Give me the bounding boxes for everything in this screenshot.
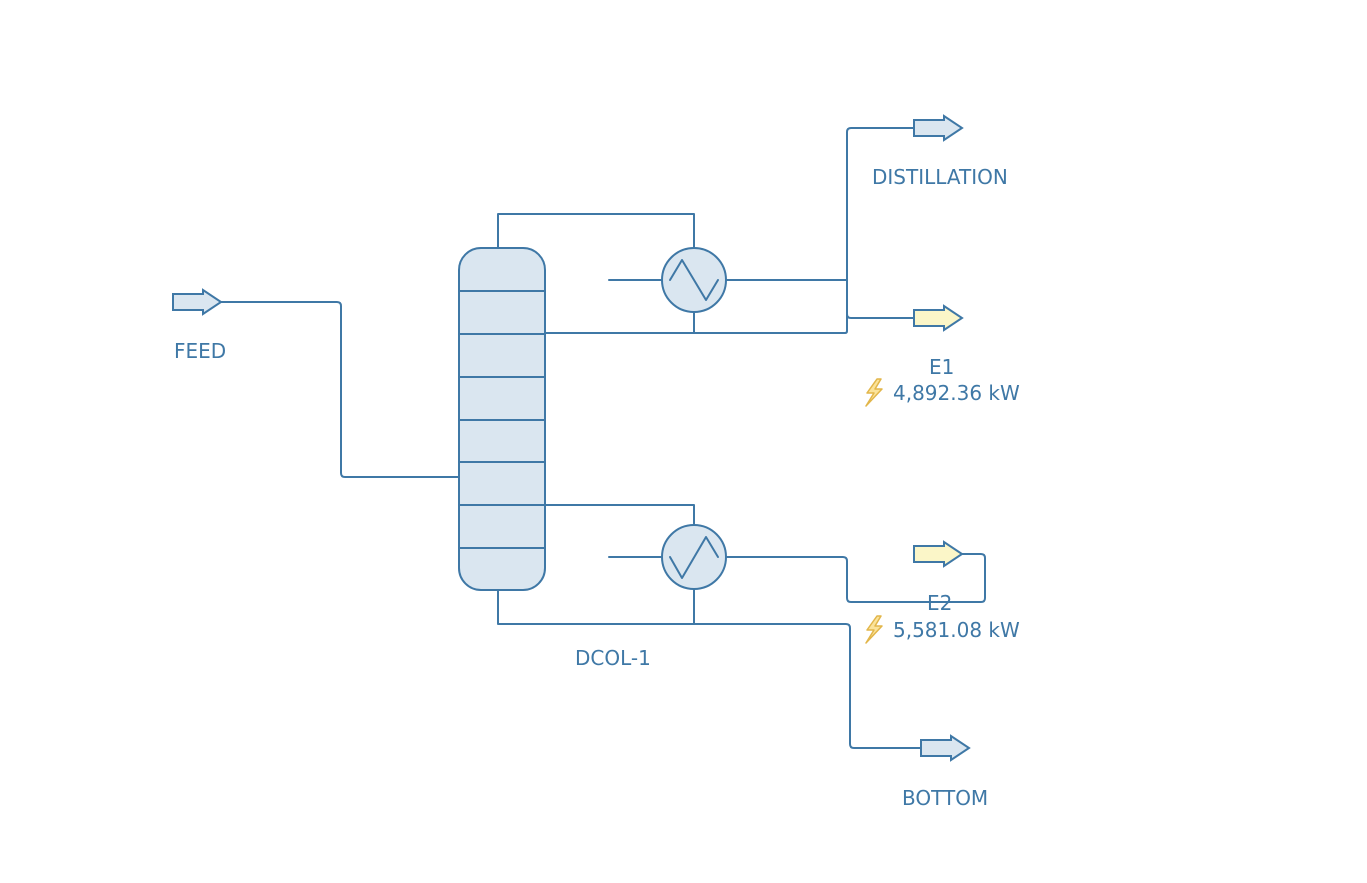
e1-energy-stream[interactable] <box>846 279 964 332</box>
lightning-bolt-icon <box>865 615 883 644</box>
bottom-pipe <box>693 623 922 749</box>
distillation-arrow-icon[interactable] <box>913 114 964 142</box>
feed-label: FEED <box>174 339 226 363</box>
feed-stream[interactable] <box>172 288 461 478</box>
bottom-arrow-icon[interactable] <box>920 734 971 762</box>
bottom-stream[interactable] <box>693 623 971 762</box>
e2-arrow-icon[interactable] <box>913 540 964 568</box>
e1-duty-value: 4,892.36 kW <box>893 381 1020 405</box>
e2-label: E2 <box>927 591 952 615</box>
bottom-label: BOTTOM <box>902 786 988 810</box>
distillation-column-dcol-1[interactable] <box>458 247 546 591</box>
exchanger-zigzag-icon <box>669 536 719 579</box>
reboiler-exchanger[interactable] <box>661 524 727 590</box>
distillation-pipe <box>846 127 915 281</box>
lightning-bolt-icon <box>865 378 883 407</box>
column-label: DCOL-1 <box>575 646 651 670</box>
e2-energy-stream[interactable] <box>913 540 964 568</box>
feed-pipe <box>220 301 461 478</box>
e1-label: E1 <box>929 355 954 379</box>
e2-duty-value: 5,581.08 kW <box>893 618 1020 642</box>
reboiler-piping <box>497 504 986 625</box>
feed-arrow-icon[interactable] <box>172 288 223 316</box>
e1-pipe <box>846 279 915 319</box>
condenser-piping <box>497 213 848 334</box>
distillation-label: DISTILLATION <box>872 165 1008 189</box>
exchanger-zigzag-icon <box>669 259 719 301</box>
condenser-exchanger[interactable] <box>661 247 727 313</box>
distillation-stream[interactable] <box>846 114 964 281</box>
e1-arrow-icon[interactable] <box>913 304 964 332</box>
